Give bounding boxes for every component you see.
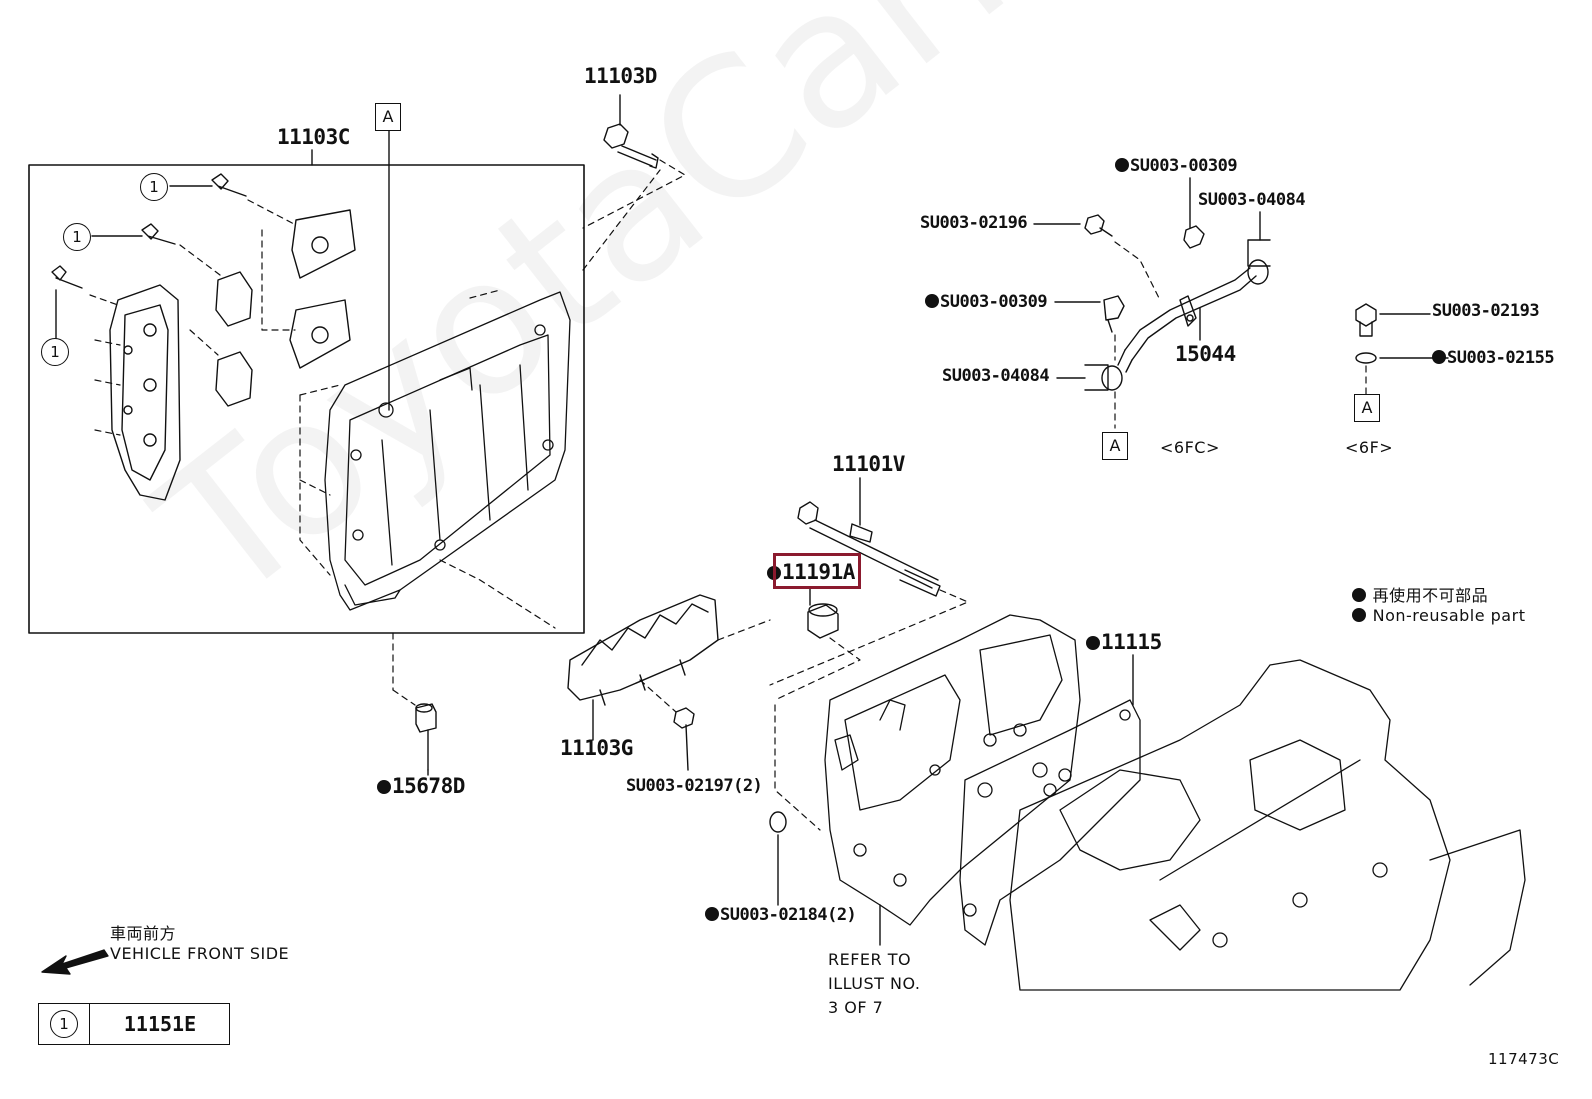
direction-en: VEHICLE FRONT SIDE <box>110 944 290 963</box>
banjo-bolt-su003-00309-top <box>1183 225 1205 249</box>
label-su003-02196[interactable]: SU003-02196 <box>920 213 1028 233</box>
selected-part-highlight <box>773 553 861 589</box>
legend-dot <box>1352 608 1366 622</box>
non-reusable-dot <box>705 907 719 921</box>
plug-11191a <box>807 603 839 639</box>
label-su003-04084-mid[interactable]: SU003-04084 <box>942 366 1050 386</box>
drain-bolt-su003-02193 <box>1355 303 1377 337</box>
ref-box-a-pipe: A <box>1102 432 1128 460</box>
label-su003-02197[interactable]: SU003-02197(2) <box>626 776 763 796</box>
label-su003-02193[interactable]: SU003-02193 <box>1432 301 1540 321</box>
refer-line3: 3 OF 7 <box>828 998 884 1017</box>
oil-pipe-15044 <box>1101 259 1269 391</box>
direction-jp: 車両前方 <box>110 924 177 943</box>
key-table: 1 11151E <box>38 1003 230 1045</box>
front-direction-arrow <box>41 949 109 975</box>
diagram-id: 117473C <box>1488 1050 1560 1068</box>
refer-line2: ILLUST NO. <box>828 974 921 993</box>
label-text: 11115 <box>1101 630 1162 654</box>
assembly-box-11103c <box>28 164 585 634</box>
label-11101v[interactable]: 11101V <box>832 452 905 476</box>
banjo-bolt-su003-00309-mid <box>1103 295 1125 333</box>
head-bolt-11101v <box>797 501 941 597</box>
non-reusable-dot <box>1432 350 1446 364</box>
label-text: SU003-00309 <box>940 292 1048 312</box>
label-text: 11191A <box>782 560 855 584</box>
label-text: SU003-02155 <box>1447 348 1555 368</box>
bolt-su003-02197 <box>673 707 695 771</box>
label-text: 15678D <box>392 774 465 798</box>
ref-box-a-top: A <box>375 103 401 131</box>
refer-line1: REFER TO <box>828 950 912 969</box>
cam-caps <box>215 209 356 407</box>
label-11103c[interactable]: 11103C <box>277 125 350 149</box>
label-11103g[interactable]: 11103G <box>560 736 633 760</box>
non-reusable-dot <box>1115 158 1129 172</box>
washer-su003-02155 <box>1355 352 1377 364</box>
circle-1-top: 1 <box>140 173 168 201</box>
head-gasket-11115 <box>959 699 1141 946</box>
label-11115[interactable]: 11115 <box>1086 630 1162 654</box>
engine-block <box>1009 659 1526 991</box>
o-ring-su003-02184 <box>769 811 787 833</box>
oil-gallery-11103g <box>567 594 719 706</box>
banjo-bolt-su003-02196 <box>1084 214 1113 237</box>
circle-1-low: 1 <box>41 338 69 366</box>
bolt-group-1 <box>51 173 247 289</box>
variant-6fc: <6FC> <box>1160 438 1220 457</box>
cam-cap-plate <box>109 284 181 501</box>
label-15678d[interactable]: 15678D <box>377 774 465 798</box>
label-text: SU003-02184(2) <box>720 905 857 925</box>
legend-dot <box>1352 588 1366 602</box>
label-15044[interactable]: 15044 <box>1175 342 1236 366</box>
plug-15678d <box>415 703 437 733</box>
variant-6f: <6F> <box>1345 438 1394 457</box>
label-11103d[interactable]: 11103D <box>584 64 657 88</box>
legend-jp: 再使用不可部品 <box>1352 582 1488 606</box>
ref-box-a-right: A <box>1354 394 1380 422</box>
label-su003-02184[interactable]: SU003-02184(2) <box>705 905 857 925</box>
legend-en: Non-reusable part <box>1352 606 1525 625</box>
non-reusable-dot <box>377 780 391 794</box>
cam-carrier <box>324 291 571 611</box>
key-circle-1: 1 <box>50 1010 78 1038</box>
key-table-part[interactable]: 11151E <box>123 1012 197 1036</box>
label-su003-04084-top[interactable]: SU003-04084 <box>1198 190 1306 210</box>
bolt-11103d <box>603 123 659 169</box>
label-su003-02155[interactable]: SU003-02155 <box>1432 348 1555 368</box>
circle-1-mid: 1 <box>63 223 91 251</box>
legend-jp-text: 再使用不可部品 <box>1372 586 1489 605</box>
legend-en-text: Non-reusable part <box>1372 606 1526 625</box>
label-su003-00309-top[interactable]: SU003-00309 <box>1115 156 1238 176</box>
label-text: SU003-00309 <box>1130 156 1238 176</box>
non-reusable-dot <box>925 294 939 308</box>
label-su003-00309-mid[interactable]: SU003-00309 <box>925 292 1048 312</box>
non-reusable-dot <box>1086 636 1100 650</box>
cylinder-head <box>824 614 1081 926</box>
key-table-symbol-cell: 1 <box>39 1004 90 1044</box>
